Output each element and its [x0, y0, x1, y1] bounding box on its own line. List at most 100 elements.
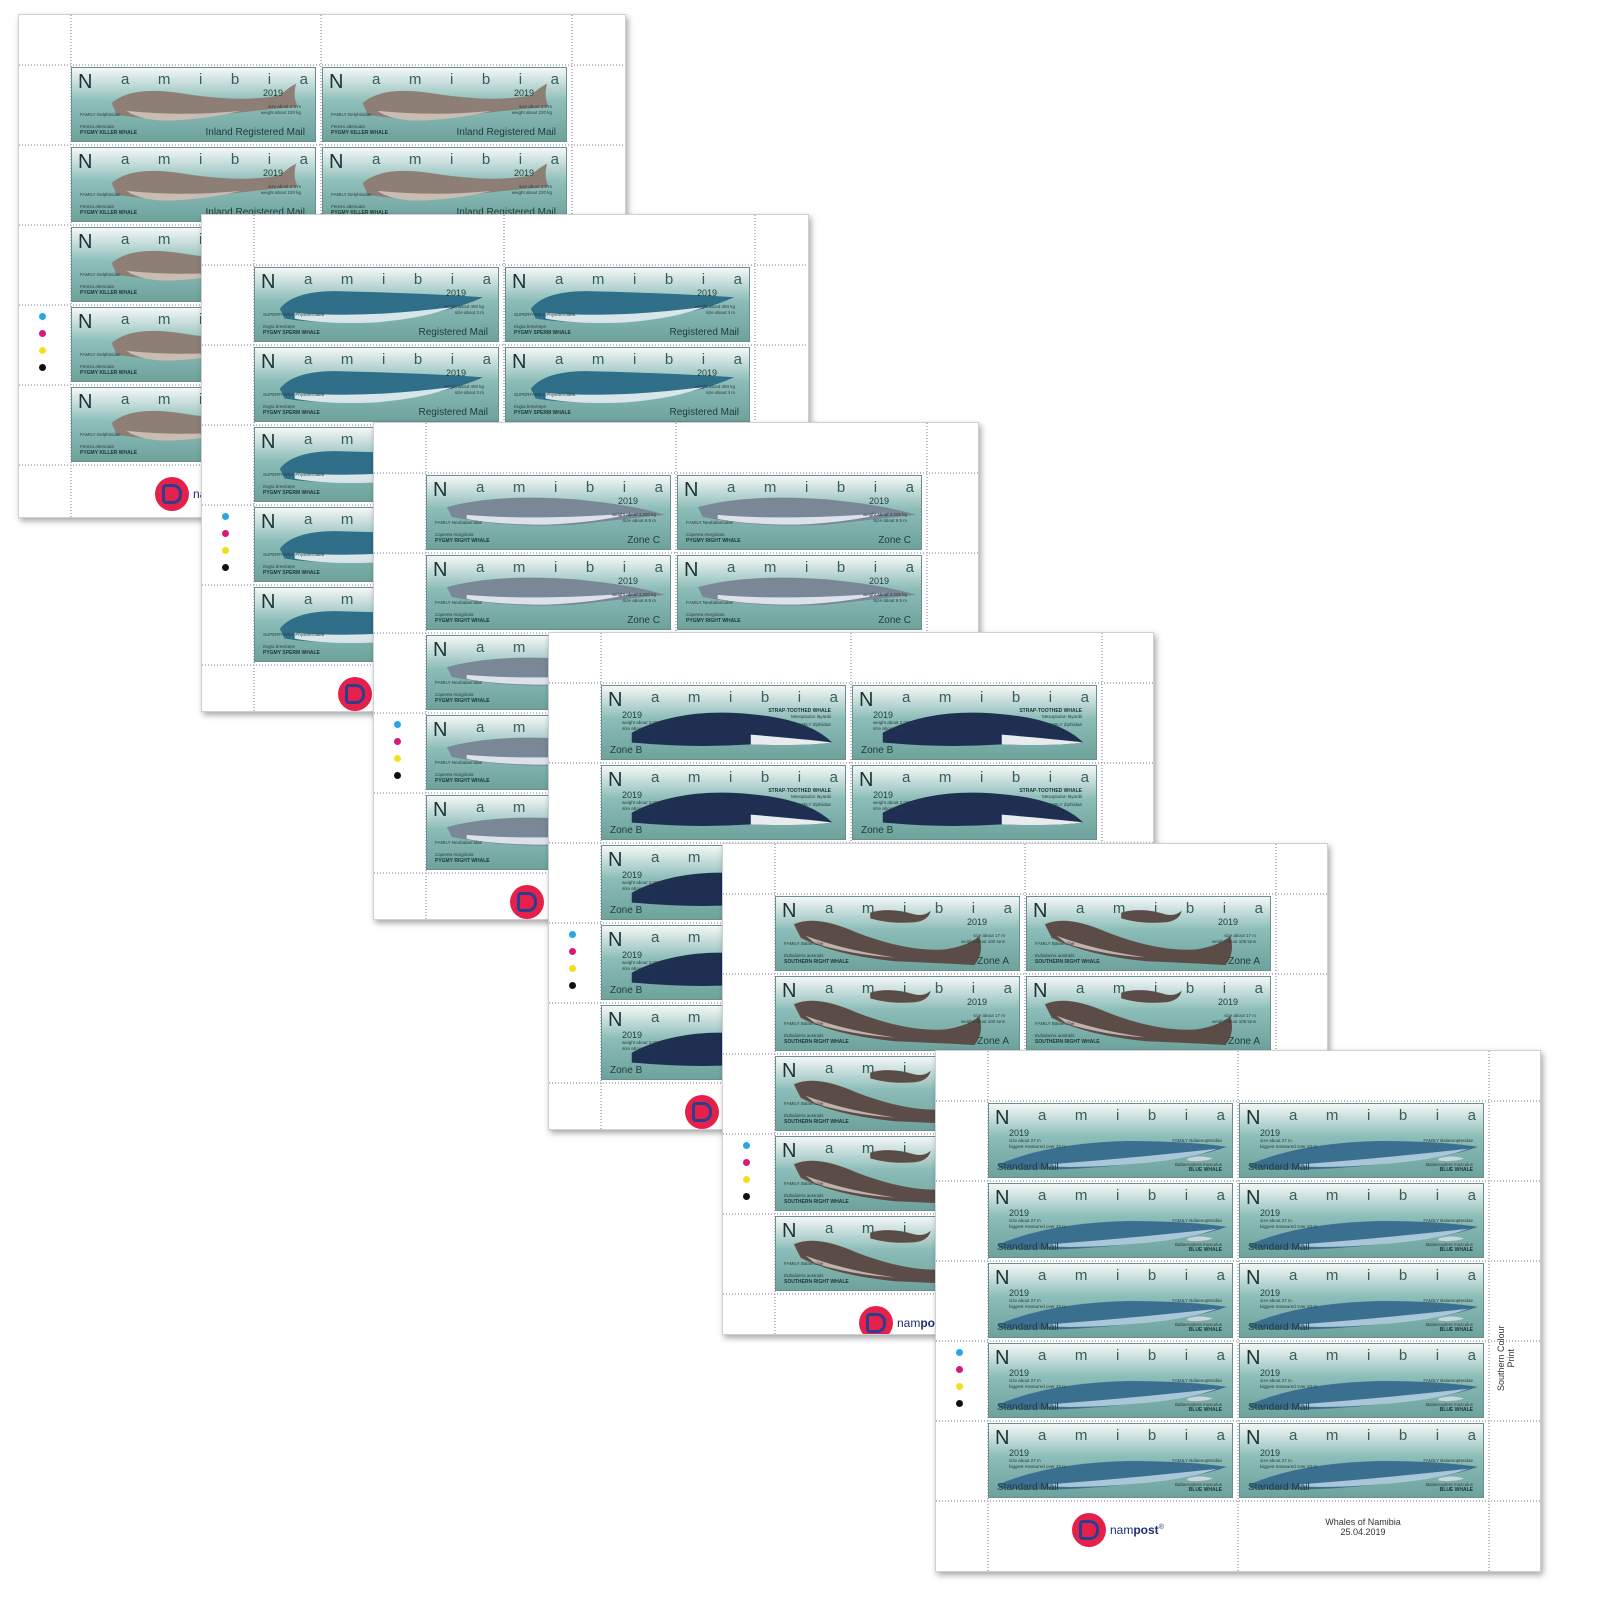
common-name: BLUE WHALE [1188, 1407, 1222, 1413]
country-letter: b [1398, 1107, 1409, 1124]
whale-belly [717, 512, 887, 525]
value-label: Standard Mail [997, 1322, 1059, 1333]
country-letter: i [1184, 1427, 1190, 1444]
year-label: 2019 [696, 288, 717, 298]
scientific-name: Caperea marginata [435, 692, 474, 697]
country-letter: b [1011, 689, 1022, 706]
value-label: Zone B [861, 825, 894, 836]
year-label: 2019 [868, 576, 889, 586]
whale-belly [1299, 1388, 1469, 1407]
country-letter: a [550, 71, 560, 88]
country-letter: a [372, 151, 382, 168]
country-letter: m [1112, 980, 1127, 997]
value-label: Zone A [977, 956, 1009, 967]
year-label: 2019 [1260, 1448, 1281, 1458]
family-text: FAMILY Neobalaenidae [435, 600, 483, 605]
whale-belly [377, 190, 492, 201]
country-letter: m [408, 151, 423, 168]
scientific-name: Kogia breviceps [514, 324, 547, 329]
value-label: Registered Mail [418, 407, 488, 418]
size-text: size about 2.5 m [267, 104, 301, 109]
year-label: 2019 [1009, 1448, 1030, 1458]
whale-body [362, 163, 550, 199]
country-letter: b [664, 271, 675, 288]
weight-text: size about 6 m [622, 886, 652, 891]
value-label: Standard Mail [1248, 1402, 1310, 1413]
family-text: FAMILY Balaenidae [784, 1021, 824, 1026]
country-letter: a [1467, 1107, 1477, 1124]
value-label: Standard Mail [1248, 1482, 1310, 1493]
scientific-name: Eubalaena australis [1035, 953, 1075, 958]
colour-registration-dots [39, 313, 46, 381]
country-letter: m [512, 639, 527, 656]
scientific-name: Balaenoptera musculus [1174, 1242, 1222, 1247]
country-letter: b [1147, 1107, 1158, 1124]
weight-text: biggest measured over 33 m [1260, 1464, 1318, 1469]
scientific-name: Kogia breviceps [263, 564, 296, 569]
country-letter: N [1246, 1107, 1262, 1129]
country-letter: i [797, 689, 803, 706]
country-letter: a [1038, 1187, 1048, 1204]
country-letter: i [1153, 980, 1159, 997]
common-name: PYGMY KILLER WHALE [80, 450, 138, 456]
whale-illustration [776, 977, 1019, 1050]
country-letter: i [971, 900, 977, 917]
whale-belly [1048, 1308, 1218, 1327]
value-label: Standard Mail [997, 1242, 1059, 1253]
country-letter: a [1289, 1347, 1299, 1364]
whale-belly [1048, 1228, 1218, 1247]
common-name: BLUE WHALE [1188, 1247, 1222, 1253]
country-letter: a [825, 900, 835, 917]
dolphin [1187, 1316, 1214, 1322]
size-text: weight about 2,000 kg [622, 880, 667, 885]
country-letter: b [1147, 1427, 1158, 1444]
scientific-name: Kogia breviceps [263, 484, 296, 489]
country-letter: N [1246, 1347, 1262, 1369]
country-letter: a [304, 511, 314, 528]
year-label: 2019 [1009, 1128, 1030, 1138]
value-label: Zone A [1228, 1036, 1260, 1047]
calf [1121, 990, 1182, 1003]
country-letter: N [433, 559, 449, 581]
country-letter: a [829, 689, 839, 706]
scientific-name: Mesoplodon layardii [790, 794, 831, 799]
country-letter: i [971, 980, 977, 997]
whale-belly [1048, 1468, 1218, 1487]
logo-mark [692, 1102, 712, 1122]
whale-belly [466, 512, 636, 525]
common-name: BLUE WHALE [1439, 1487, 1473, 1493]
whale-illustration [1240, 1344, 1483, 1417]
size-text: weight about 2,000 kg [873, 800, 918, 805]
common-name: STRAP-TOOTHED WHALE [1019, 788, 1082, 794]
common-name: PYGMY SPERM WHALE [514, 410, 571, 416]
country-letter: i [632, 351, 638, 368]
whale-illustration [323, 68, 566, 141]
colour-dot [394, 738, 401, 745]
scientific-name: Feresa attenuata [331, 124, 366, 129]
country-letter: i [267, 71, 273, 88]
whale-belly [126, 190, 241, 201]
country-letter: a [1003, 980, 1013, 997]
country-letter: i [902, 1140, 908, 1157]
country-letter: N [512, 351, 528, 373]
scientific-name: Feresa attenuata [80, 444, 115, 449]
dolphin [1438, 1156, 1465, 1162]
common-name: SOUTHERN RIGHT WHALE [1035, 959, 1100, 965]
dolphin [1187, 1236, 1214, 1242]
year-label: 2019 [445, 288, 466, 298]
year-label: 2019 [617, 496, 638, 506]
country-letter: i [902, 1060, 908, 1077]
country-letter: i [1115, 1267, 1121, 1284]
country-letter: m [340, 431, 355, 448]
year-label: 2019 [1260, 1208, 1281, 1218]
common-name: STRAP-TOOTHED WHALE [1019, 708, 1082, 714]
